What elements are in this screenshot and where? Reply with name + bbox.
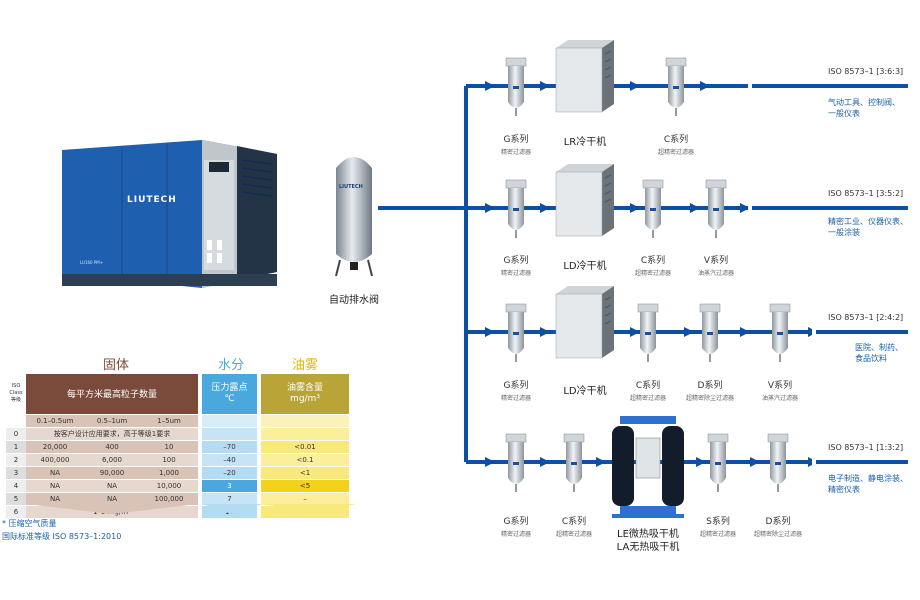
row1-lr-dryer-label: LR冷干机 — [563, 137, 607, 148]
row2-g-series-label: G系列 精密过滤器 — [500, 256, 532, 277]
class-2-a: 400,000 — [26, 453, 84, 467]
row3-v-series-label: V系列 油蒸汽过滤器 — [761, 381, 799, 402]
row3-applications: 医院、制药、食品饮料 — [855, 343, 903, 363]
water-header: 水分 — [218, 358, 245, 373]
row1-c-series-label: C系列 超精密过滤器 — [657, 135, 695, 156]
row1-g-series-label: G系列 精密过滤器 — [500, 135, 532, 156]
class-3-a: NA — [26, 466, 84, 480]
row2-iso-class: ISO 8573–1 [3:5:2] — [828, 189, 904, 198]
class-1-a: 20,000 — [26, 440, 84, 454]
row3-ld-dryer-label: LD冷干机 — [563, 386, 607, 397]
oil-header: 油雾 — [292, 358, 319, 373]
class-0: 0 — [6, 427, 26, 441]
row1-iso-class: ISO 8573–1 [3:6:3] — [828, 67, 904, 76]
note-quality: * 压缩空气质量 — [2, 519, 57, 528]
class-2-oil: <0.1 — [261, 453, 349, 467]
class-1-c: 10 — [140, 440, 198, 454]
class-5: 5 — [6, 492, 26, 506]
drain-valve-label: 自动排水阀 — [329, 295, 379, 306]
row2-applications: 精密工业、仪器仪表、一般涂装 — [828, 217, 908, 237]
class-4-c: 10,000 — [140, 479, 198, 493]
class-3: 3 — [6, 466, 26, 480]
particles-title: 每平方米最高粒子数量 — [26, 374, 198, 415]
class-1-b: 400 — [84, 440, 140, 454]
class-4-b: NA — [84, 479, 140, 493]
size-col-3: 1–5um — [140, 414, 198, 428]
class-3-c: 1,000 — [140, 466, 198, 480]
class-4-oil: <5 — [261, 479, 349, 493]
class-4-a: NA — [26, 479, 84, 493]
row4-c-series-label: C系列 超精密过滤器 — [555, 517, 593, 538]
class-6: 6 — [6, 505, 26, 519]
row3-iso-class: ISO 8573–1 [2:4:2] — [828, 313, 904, 322]
note-standard: 国际标准等级 ISO 8573–1:2010 — [2, 532, 122, 541]
class-1: 1 — [6, 440, 26, 454]
row1-applications: 气动工具、控制阀、一般仪表 — [828, 98, 900, 118]
class-1-oil: <0.01 — [261, 440, 349, 454]
air-compressor: LIUTECH LU160 PM+ — [62, 140, 292, 290]
row2-c-series-label: C系列 超精密过滤器 — [634, 256, 672, 277]
air-receiver-tank: LIUTECH — [330, 148, 378, 278]
class-2: 2 — [6, 453, 26, 467]
row4-d-series-label: D系列 超精密除尘过滤器 — [753, 517, 803, 538]
class-2-c: 100 — [140, 453, 198, 467]
row3-d-series-label: D系列 超精密除尘过滤器 — [685, 381, 735, 402]
class-2-dew: –40 — [202, 453, 257, 467]
class-4-dew: 3 — [202, 479, 257, 493]
class-2-b: 6,000 — [84, 453, 140, 467]
dewpoint-title: 压力露点℃ — [202, 374, 257, 415]
row3-c-series-label: C系列 超精密过滤器 — [629, 381, 667, 402]
row4-applications: 电子制造、静电涂装、精密仪表 — [828, 474, 908, 494]
compressor-model-label: LU160 PM+ — [80, 260, 104, 265]
class-1-dew: –70 — [202, 440, 257, 454]
tank-brand-logo: LIUTECH — [339, 184, 363, 190]
class-3-oil: <1 — [261, 466, 349, 480]
size-col-2: 0.5–1um — [84, 414, 140, 428]
row2-ld-dryer-label: LD冷干机 — [563, 261, 607, 272]
class-3-b: 90,000 — [84, 466, 140, 480]
class-4: 4 — [6, 479, 26, 493]
class-3-dew: –20 — [202, 466, 257, 480]
size-col-1: 0.1–0.5um — [26, 414, 84, 428]
row4-s-series-label: S系列 超精密过滤器 — [699, 517, 737, 538]
class-0-particles: 按客户设计应用要求，高于等级1要求 — [26, 427, 198, 441]
row4-iso-class: ISO 8573–1 [1:3:2] — [828, 443, 904, 452]
compressor-brand-logo: LIUTECH — [127, 195, 177, 205]
row4-adsorption-dryer-label: LE微热吸干机 LA无热吸干机 — [616, 529, 680, 553]
row2-v-series-label: V系列 油蒸汽过滤器 — [697, 256, 735, 277]
row4-g-series-label: G系列 精密过滤器 — [500, 517, 532, 538]
solid-header: 固体 — [103, 358, 130, 373]
class-5-dew: 7 — [202, 492, 257, 506]
iso-class-label: ISO Class 等级 — [6, 374, 26, 415]
row3-g-series-label: G系列 精密过滤器 — [500, 381, 532, 402]
